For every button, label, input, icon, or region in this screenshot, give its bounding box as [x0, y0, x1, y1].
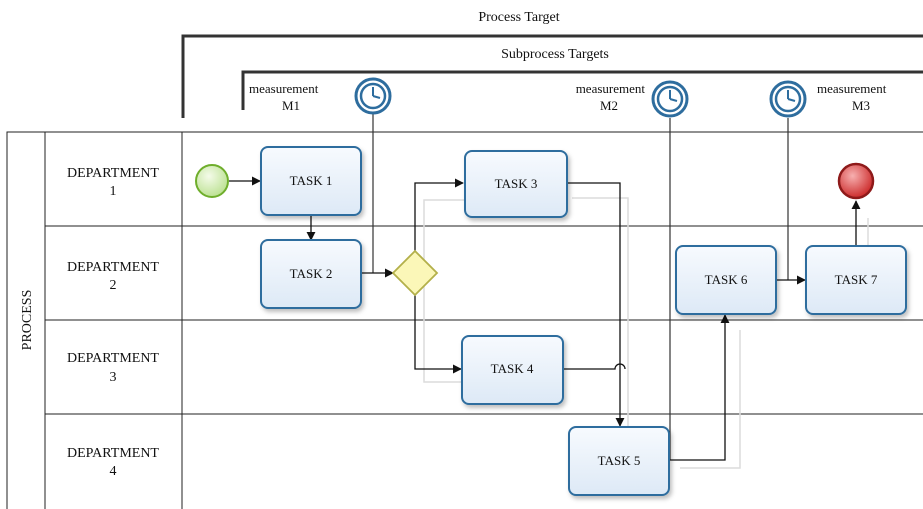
task-3[interactable]: TASK 3	[464, 150, 568, 218]
lane-1-title: DEPARTMENT	[67, 166, 159, 181]
process-target-bracket	[181, 34, 923, 118]
faint-guide-lines	[423, 197, 869, 469]
end-event	[837, 162, 875, 200]
measurement-2-code: M2	[600, 98, 618, 113]
flow-gateway-task3	[414, 178, 464, 251]
process-pool	[6, 131, 923, 509]
lane-2-number: 2	[110, 278, 117, 293]
flow-task3-task5	[568, 182, 625, 427]
task-6-label: TASK 6	[705, 272, 748, 287]
measurement-3-label: measurement	[817, 81, 887, 96]
task-7[interactable]: TASK 7	[805, 245, 907, 315]
task-2[interactable]: TASK 2	[260, 239, 362, 309]
task-2-label: TASK 2	[290, 266, 333, 281]
lane-4-number: 4	[110, 464, 117, 479]
lane-3-title: DEPARTMENT	[67, 351, 159, 366]
task-3-label: TASK 3	[495, 176, 538, 191]
task-5-label: TASK 5	[598, 453, 641, 468]
measurement-lines	[372, 113, 789, 460]
sequence-flows	[229, 176, 861, 461]
flow-task4-task5	[564, 363, 626, 370]
lane-4-label: DEPARTMENT 4	[67, 446, 159, 479]
lane-1-number: 1	[110, 184, 117, 199]
lane-4-title: DEPARTMENT	[67, 446, 159, 461]
start-event	[195, 164, 229, 198]
lane-1-label: DEPARTMENT 1	[67, 166, 159, 199]
lane-3-number: 3	[110, 370, 117, 385]
task-7-label: TASK 7	[835, 272, 878, 287]
pool-label: PROCESS	[20, 290, 35, 351]
task-1-label: TASK 1	[290, 173, 333, 188]
lane-2-label: DEPARTMENT 2	[67, 260, 159, 293]
measurement-1-code: M1	[282, 98, 300, 113]
timer-m3-clock-icon	[769, 80, 807, 118]
task-4[interactable]: TASK 4	[461, 335, 564, 405]
lane-2-title: DEPARTMENT	[67, 260, 159, 275]
timer-m1-clock-icon	[354, 77, 392, 115]
measurement-1-label: measurement	[249, 81, 319, 96]
subprocess-targets-bracket	[241, 70, 923, 110]
timer-m2-clock-icon	[651, 80, 689, 118]
task-6[interactable]: TASK 6	[675, 245, 777, 315]
task-1[interactable]: TASK 1	[260, 146, 362, 216]
measurement-2-label: measurement	[576, 81, 646, 96]
flow-gateway-task4	[414, 295, 462, 374]
measurement-3-code: M3	[852, 98, 870, 113]
task-4-label: TASK 4	[491, 361, 534, 376]
lane-3-label: DEPARTMENT 3	[67, 351, 159, 385]
flow-task5-task6	[670, 314, 730, 461]
exclusive-gateway	[391, 249, 439, 297]
subprocess-targets-title: Subprocess Targets	[501, 47, 609, 62]
task-5[interactable]: TASK 5	[568, 426, 670, 496]
process-target-title: Process Target	[478, 10, 559, 25]
